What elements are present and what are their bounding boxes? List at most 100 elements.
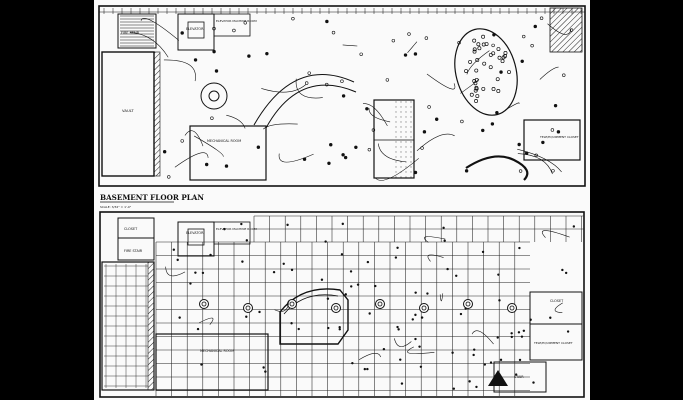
light-fixture bbox=[325, 19, 329, 24]
light-fixture bbox=[338, 325, 341, 329]
light-fixture bbox=[365, 107, 369, 111]
light-fixture bbox=[413, 52, 418, 56]
light-fixture bbox=[407, 32, 411, 36]
light-fixture bbox=[344, 293, 347, 296]
upper-floor-plan: FIRE STAIR ELEVATOR ELEVATOR MACHINE ROO… bbox=[98, 5, 586, 187]
furniture-chair bbox=[472, 38, 477, 43]
column bbox=[463, 299, 473, 309]
light-fixture bbox=[549, 316, 552, 319]
lower-stair-arrow bbox=[488, 370, 508, 386]
upper-vault bbox=[101, 51, 155, 177]
light-fixture bbox=[399, 358, 402, 361]
light-fixture bbox=[180, 31, 184, 35]
circuit-line bbox=[368, 108, 391, 123]
furniture-chair bbox=[500, 59, 505, 64]
light-fixture bbox=[529, 318, 532, 321]
circuit-line bbox=[358, 353, 382, 360]
lower-elevator-car bbox=[187, 228, 205, 246]
lower-floor-plan: CLOSET FIRE STAIR ELEVATOR ELEVATOR MACH… bbox=[99, 211, 585, 398]
circuit-line bbox=[505, 102, 520, 111]
light-fixture bbox=[243, 21, 247, 25]
light-fixture bbox=[367, 147, 372, 152]
light-fixture bbox=[396, 325, 399, 329]
circuit-line bbox=[466, 50, 490, 75]
light-fixture bbox=[522, 34, 526, 39]
upper-elevator-car bbox=[187, 21, 205, 39]
light-fixture bbox=[209, 253, 212, 257]
lower-plan-outline bbox=[99, 211, 585, 398]
light-fixture bbox=[420, 146, 424, 150]
light-fixture bbox=[459, 312, 463, 316]
light-fixture bbox=[397, 328, 400, 331]
light-fixture bbox=[327, 161, 331, 166]
light-fixture bbox=[351, 361, 354, 365]
light-fixture bbox=[385, 78, 390, 82]
lower-left-wall-hatch bbox=[147, 261, 155, 391]
column-core bbox=[377, 301, 383, 307]
circuit-line bbox=[295, 78, 323, 99]
light-fixture bbox=[359, 52, 363, 56]
circuit-line bbox=[263, 123, 298, 130]
light-fixture bbox=[349, 270, 353, 273]
circuit-line bbox=[517, 148, 562, 173]
column-core bbox=[421, 305, 427, 311]
light-fixture bbox=[496, 336, 499, 339]
light-fixture bbox=[291, 16, 295, 21]
light-fixture bbox=[245, 239, 249, 242]
light-fixture bbox=[331, 30, 336, 35]
light-fixture bbox=[400, 382, 404, 385]
light-fixture bbox=[354, 145, 358, 150]
light-fixture bbox=[499, 70, 503, 74]
light-fixture bbox=[350, 285, 353, 288]
furniture-chair bbox=[469, 92, 474, 97]
furniture-chair bbox=[468, 59, 473, 64]
light-fixture bbox=[403, 53, 408, 57]
light-fixture bbox=[495, 110, 499, 115]
furniture-chair bbox=[477, 46, 482, 51]
light-fixture bbox=[162, 150, 167, 154]
light-fixture bbox=[172, 248, 176, 251]
light-fixture bbox=[524, 151, 529, 155]
circuit-line bbox=[539, 66, 559, 80]
furniture-chair bbox=[491, 51, 496, 56]
upper-core-fill bbox=[394, 100, 414, 178]
light-fixture bbox=[475, 385, 478, 389]
furniture-chair bbox=[464, 69, 469, 73]
upper-oval-room bbox=[454, 28, 518, 116]
furniture-chair bbox=[496, 47, 501, 51]
circuit-line bbox=[460, 79, 480, 94]
furniture-chair bbox=[472, 47, 477, 52]
furniture-chair bbox=[501, 55, 506, 60]
light-fixture bbox=[498, 299, 501, 302]
light-fixture bbox=[481, 250, 485, 254]
circuit-line bbox=[407, 346, 435, 354]
light-fixture bbox=[374, 284, 377, 288]
light-fixture bbox=[518, 358, 522, 362]
light-fixture bbox=[194, 271, 197, 274]
light-fixture bbox=[178, 316, 181, 319]
light-fixture bbox=[327, 326, 330, 330]
light-fixture bbox=[210, 116, 214, 120]
light-fixture bbox=[514, 373, 518, 376]
upper-tele-label: TELE/EQUIPMENT CLOSET bbox=[539, 135, 579, 139]
circuit-line bbox=[130, 32, 169, 58]
circuit-line bbox=[375, 158, 419, 181]
upper-light-fixtures bbox=[162, 16, 574, 179]
light-fixture bbox=[442, 226, 445, 230]
light-fixture bbox=[167, 175, 171, 179]
furniture-chair bbox=[484, 42, 489, 46]
circuit-line bbox=[193, 135, 224, 157]
upper-oval-room-furniture bbox=[464, 34, 511, 103]
lower-mechanical-label: MECHANICAL ROOM bbox=[200, 349, 234, 353]
light-fixture bbox=[427, 105, 431, 109]
drawing-sheet: FIRE STAIR ELEVATOR ELEVATOR MACHINE ROO… bbox=[94, 0, 590, 400]
basement-plan-title: BASEMENT FLOOR PLAN bbox=[100, 193, 204, 202]
light-fixture bbox=[418, 345, 421, 348]
light-fixture bbox=[414, 337, 417, 341]
column bbox=[287, 299, 297, 309]
light-fixture bbox=[394, 256, 398, 259]
light-fixture bbox=[326, 297, 330, 300]
upper-mechanical-room bbox=[189, 125, 267, 181]
upper-grid-ticks bbox=[103, 8, 582, 14]
light-fixture bbox=[302, 157, 307, 161]
